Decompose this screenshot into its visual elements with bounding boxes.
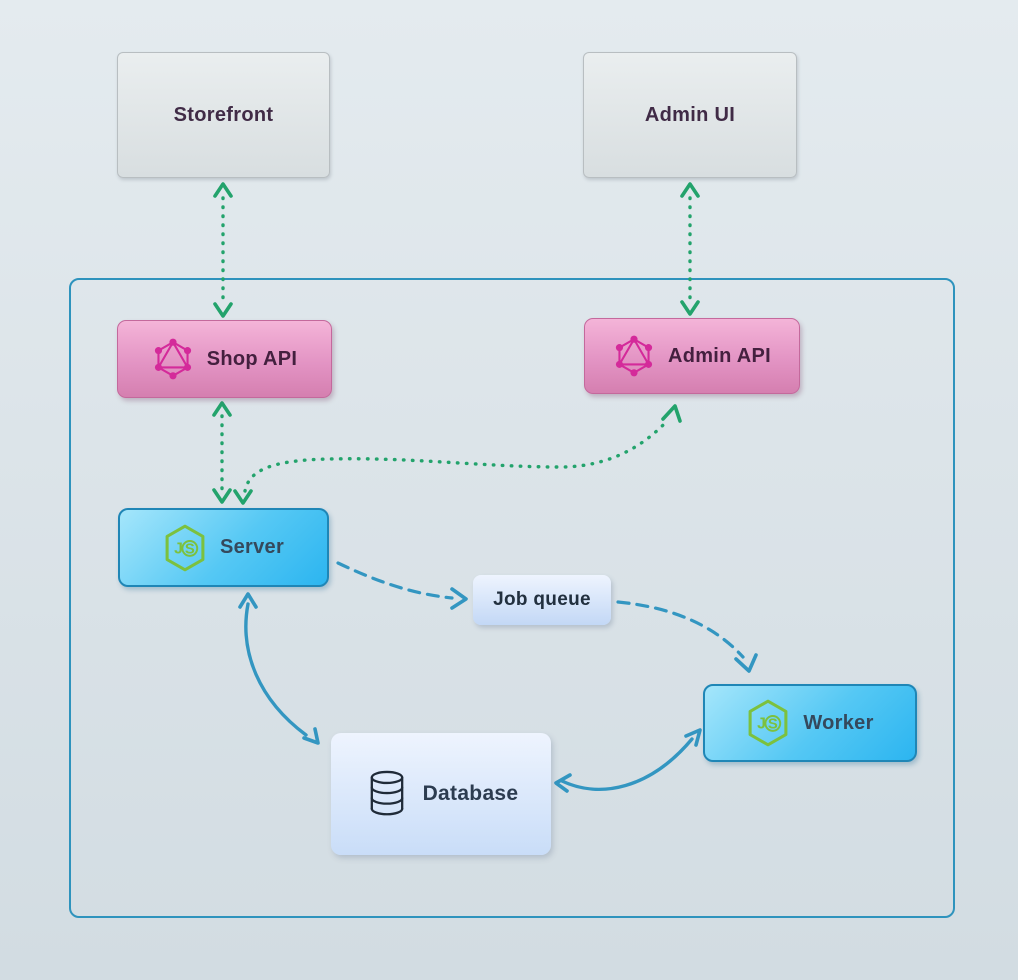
job-queue-label: Job queue xyxy=(493,589,591,610)
edge-worker-database xyxy=(554,728,702,793)
arrowhead-down-right xyxy=(302,727,320,745)
node-shop-api: Shop API xyxy=(117,320,332,398)
svg-text:S: S xyxy=(185,541,195,557)
worker-label: Worker xyxy=(803,711,874,734)
node-server: J S Server xyxy=(118,508,329,587)
arrowhead-up xyxy=(212,401,232,417)
arrowhead-down xyxy=(213,302,233,318)
nodejs-icon: J S xyxy=(746,699,790,747)
edge-server-admin-api xyxy=(233,404,682,505)
graphql-icon xyxy=(613,335,655,377)
admin-ui-label: Admin UI xyxy=(644,103,736,126)
node-admin-api: Admin API xyxy=(584,318,800,394)
edge-shop-api-server xyxy=(212,401,232,504)
arrowhead-up xyxy=(238,592,258,609)
svg-text:S: S xyxy=(768,717,778,733)
arrowhead-up xyxy=(661,404,682,423)
edge-server-job-queue xyxy=(336,561,468,610)
storefront-label: Storefront xyxy=(173,103,274,126)
node-admin-ui: Admin UI xyxy=(583,52,797,178)
edge-storefront-shop-api xyxy=(213,182,233,318)
arrowhead-up-right xyxy=(684,728,702,747)
arrowhead-down xyxy=(734,653,758,673)
arrowhead-down xyxy=(680,300,700,316)
node-database: Database xyxy=(331,733,551,855)
node-job-queue: Job queue xyxy=(473,575,611,625)
nodejs-icon: J S xyxy=(163,524,207,572)
server-label: Server xyxy=(219,536,285,558)
svg-text:J: J xyxy=(174,540,183,557)
node-worker: J S Worker xyxy=(703,684,917,762)
database-label: Database xyxy=(422,782,519,805)
arrowhead-down xyxy=(212,488,232,504)
arrowhead-left xyxy=(554,773,572,793)
shop-api-label: Shop API xyxy=(206,347,298,370)
edge-admin-ui-admin-api xyxy=(680,182,700,316)
arrowhead-right xyxy=(450,587,468,610)
svg-text:J: J xyxy=(757,716,766,733)
admin-api-label: Admin API xyxy=(667,344,772,367)
database-icon xyxy=(364,768,410,820)
arrowhead-up xyxy=(213,182,233,198)
node-storefront: Storefront xyxy=(117,52,330,178)
backend-container xyxy=(69,278,955,918)
graphql-icon xyxy=(152,338,194,380)
edge-job-queue-worker xyxy=(616,600,758,673)
arrowhead-down xyxy=(233,489,253,505)
edge-server-database xyxy=(238,592,320,745)
arrowhead-up xyxy=(680,182,700,198)
